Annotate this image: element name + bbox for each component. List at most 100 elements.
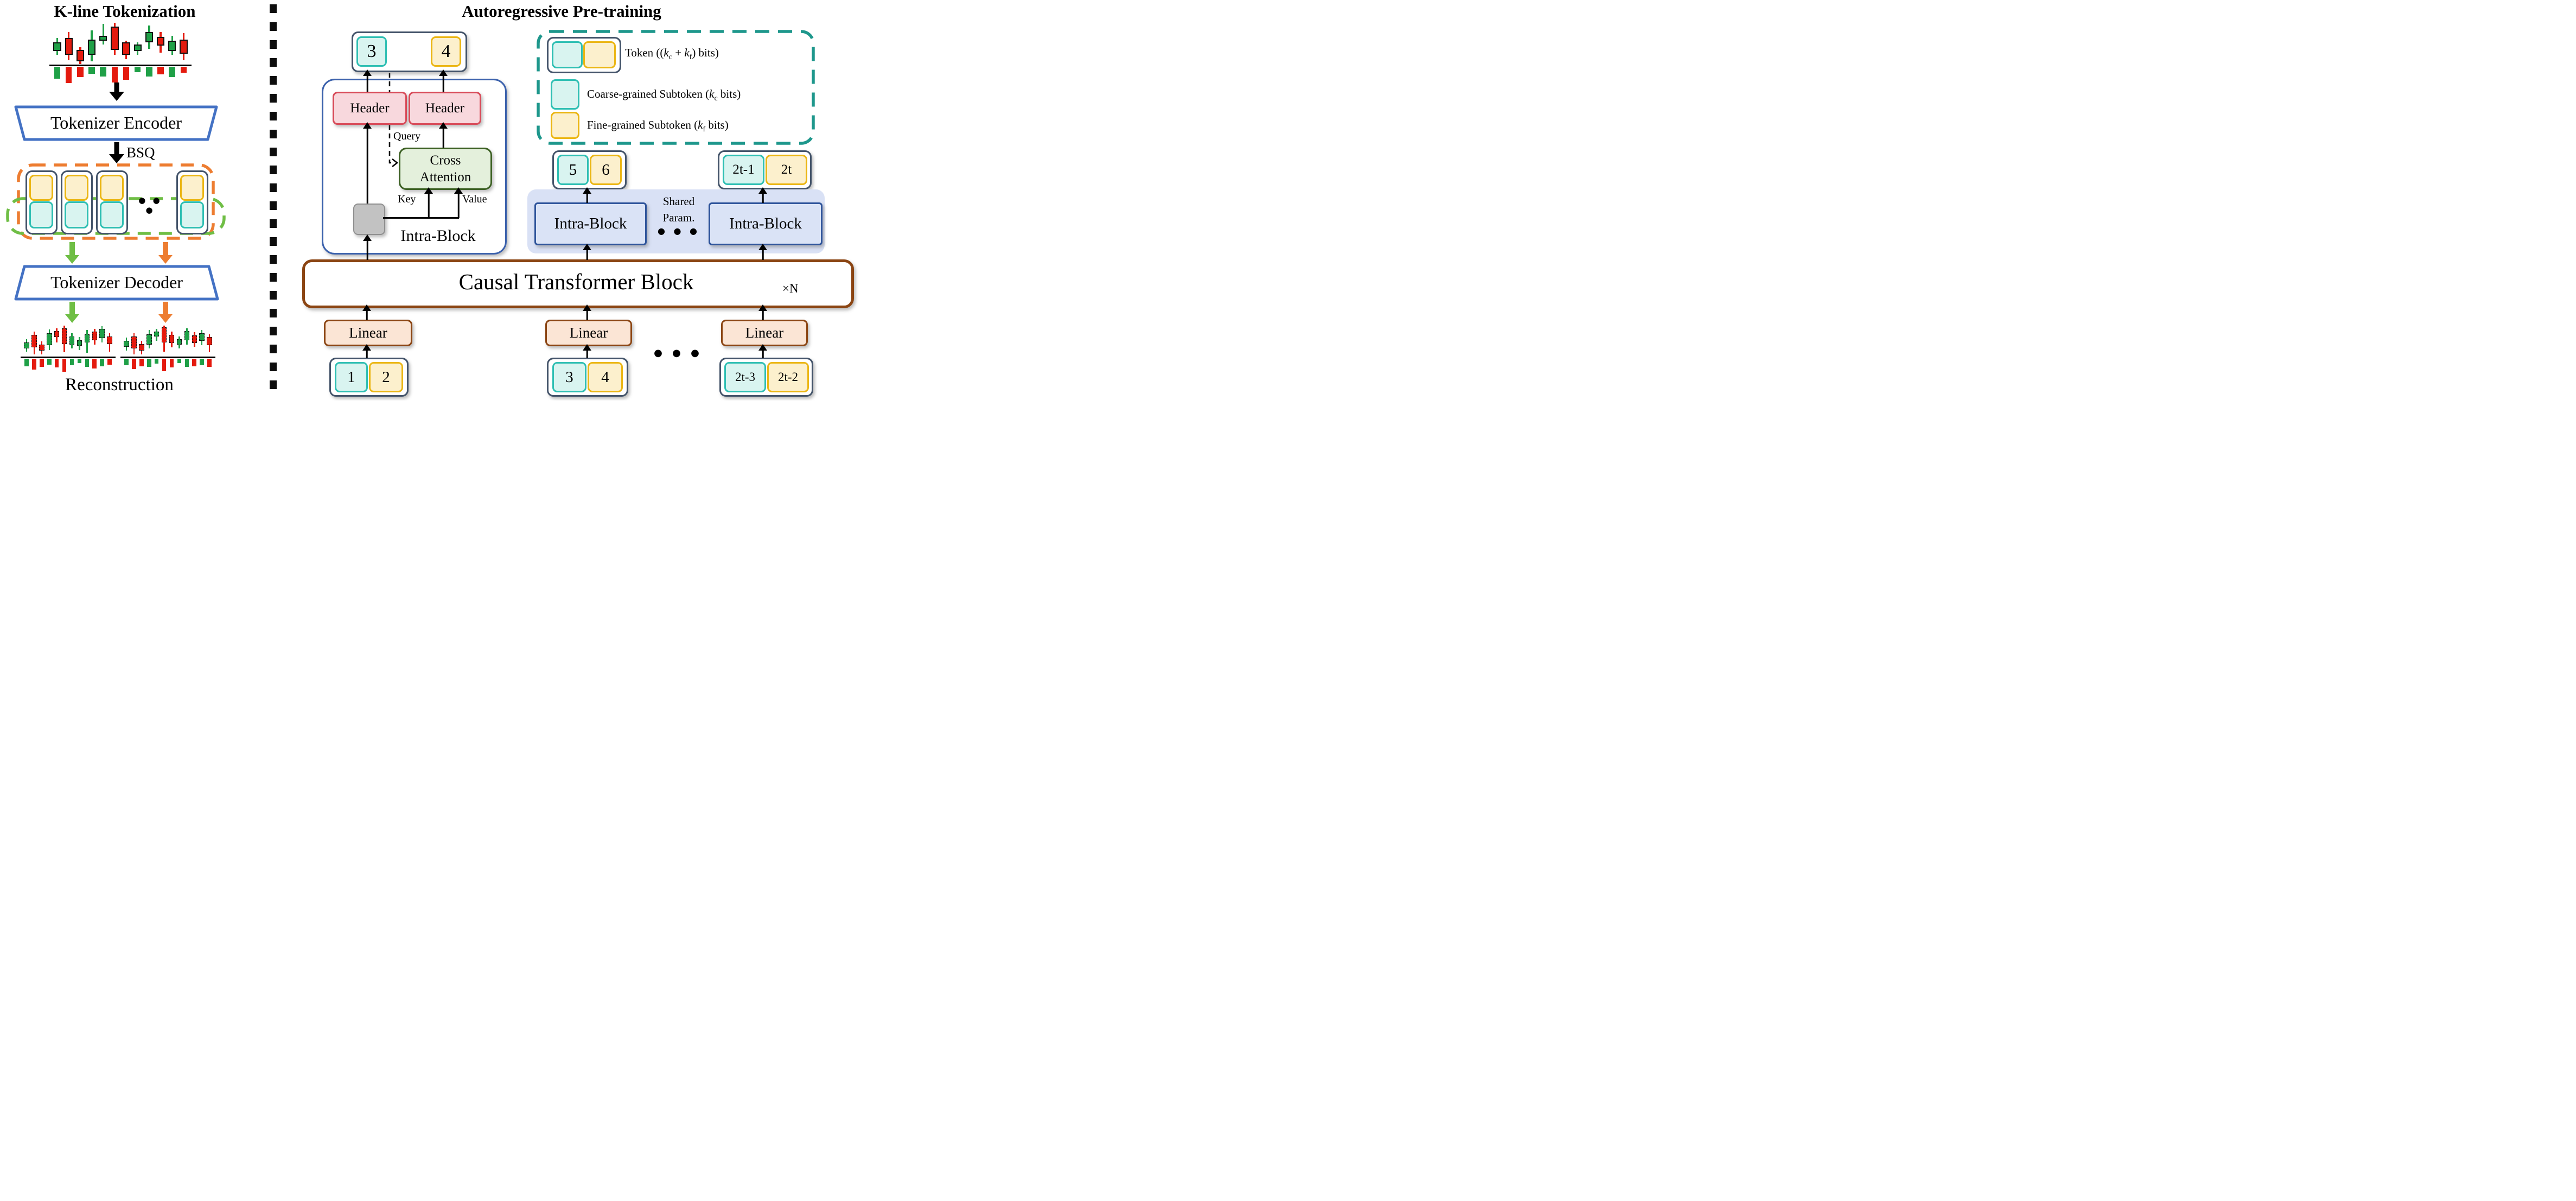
token-stack-n — [176, 170, 208, 234]
volume-bar — [69, 359, 74, 366]
intra-block-detail-container — [322, 79, 507, 255]
token-pair-2t1-2t: 2t-1 2t — [718, 150, 812, 189]
candle-body — [168, 41, 176, 52]
tokenizer-encoder-block: Tokenizer Encoder — [14, 105, 218, 141]
linear-row-ellipsis: ● ● ● — [654, 347, 703, 359]
volume-bar — [54, 359, 59, 368]
decoder-trapezoid-shape — [14, 265, 219, 301]
legend-fine-post: bits) — [705, 118, 729, 131]
fine-subtoken — [29, 175, 53, 201]
arrow-head — [158, 314, 173, 323]
token-stack-3 — [96, 170, 128, 234]
candle-body — [61, 328, 67, 344]
arrow-shaft — [762, 350, 764, 358]
volume-bar — [40, 359, 44, 367]
arrow-shaft — [586, 193, 588, 203]
candle-body — [145, 31, 154, 42]
arrow-attention-to-header-right — [439, 122, 448, 148]
arrow-head — [109, 92, 124, 101]
fine-subtoken-4b: 4 — [588, 362, 623, 392]
candle-body — [47, 333, 52, 346]
arrow-shaft — [163, 242, 168, 256]
volume-bar — [200, 359, 204, 366]
legend-coarse-pre: Coarse-grained Subtoken ( — [587, 87, 710, 100]
volume-bar — [65, 67, 72, 84]
fine-token-group-dashed-box — [17, 163, 215, 240]
legend-sub-f: f — [703, 125, 706, 134]
header-right: Header — [409, 92, 481, 125]
arrow-shaft — [762, 310, 764, 320]
arrow-encoder-to-tokens — [109, 142, 124, 163]
chart-axis — [49, 65, 192, 66]
arrow-decoder-to-recon-right — [158, 302, 173, 323]
arrow-decoder-to-recon-left — [65, 302, 79, 323]
chart-axis — [21, 357, 116, 358]
input-token-pair-1-2: 1 2 — [329, 358, 409, 397]
arrow-head — [758, 187, 767, 194]
legend-sub-c: c — [714, 94, 718, 103]
intra-block-caption: Intra-Block — [400, 227, 476, 245]
volume-bar — [177, 359, 182, 364]
causal-transformer-block: Causal Transformer Block ×N — [302, 259, 854, 308]
volume-bar — [139, 359, 144, 366]
legend-k: k — [664, 46, 669, 59]
arrow-header-right-to-token — [439, 69, 448, 92]
legend-fine-text: Fine-grained Subtoken (kf bits) — [587, 118, 729, 134]
arrow-intra1-to-token56 — [583, 187, 591, 203]
volume-bar — [92, 359, 97, 368]
arrow-shaft — [114, 142, 119, 155]
cross-attention-block: Cross Attention — [399, 148, 492, 190]
fine-subtoken-6: 6 — [590, 155, 622, 185]
fine-subtoken — [100, 175, 124, 201]
volume-bar — [47, 359, 52, 365]
arrow-head — [583, 187, 591, 194]
volume-bar — [184, 359, 189, 367]
candle-body — [69, 336, 75, 345]
shared-param-line2: Param. — [662, 211, 695, 225]
candle-body — [139, 344, 144, 351]
candle-body — [161, 327, 167, 342]
arrow-head — [583, 304, 591, 311]
arrow-head — [109, 154, 124, 163]
query-label: Query — [393, 130, 420, 142]
volume-bar — [32, 359, 36, 370]
legend-token-sample — [547, 37, 621, 73]
causal-transformer-label: Causal Transformer Block — [458, 269, 694, 294]
volume-bar — [124, 359, 129, 366]
candle-body — [133, 45, 142, 52]
arrow-shaft — [366, 75, 368, 92]
arrow-causal-to-intra1 — [583, 244, 591, 260]
arrow-head — [454, 187, 463, 194]
volume-bar — [157, 67, 164, 75]
left-panel-title: K-line Tokenization — [54, 2, 196, 21]
volume-bar — [146, 67, 152, 77]
figure-canvas: K-line Tokenization Tokenizer Encoder BS… — [0, 0, 859, 401]
candle-body — [54, 331, 60, 338]
volume-bar — [146, 359, 151, 367]
arrow-head — [583, 244, 591, 250]
intra-block-instance-2: Intra-Block — [709, 202, 822, 245]
arrow-shaft — [762, 193, 764, 203]
arrow-shaft — [586, 249, 588, 260]
coarse-subtoken-2t-3: 2t-3 — [724, 362, 766, 392]
linear-layer-3: Linear — [721, 320, 808, 346]
volume-bar — [88, 67, 95, 74]
fine-subtoken-2t: 2t — [766, 155, 807, 185]
hidden-state-box — [353, 204, 385, 235]
coarse-subtoken — [180, 201, 204, 228]
arrow-token12-to-linear1 — [362, 344, 371, 358]
candle-body — [169, 334, 175, 344]
legend-token-mid: + — [672, 46, 685, 59]
legend-coarse-part — [552, 41, 583, 68]
volume-bar — [154, 359, 159, 364]
arrow-head — [65, 314, 79, 323]
arrow-causal-to-intra2 — [758, 244, 767, 260]
arrow-chart-to-encoder — [109, 82, 124, 101]
volume-bar — [77, 359, 82, 364]
candle-body — [99, 328, 105, 339]
arrow-head — [158, 255, 173, 264]
volume-bar — [169, 67, 175, 78]
cross-attention-line1: Cross — [430, 152, 461, 168]
arrow-linear2-to-causal — [583, 304, 591, 320]
coarse-subtoken — [100, 201, 124, 228]
